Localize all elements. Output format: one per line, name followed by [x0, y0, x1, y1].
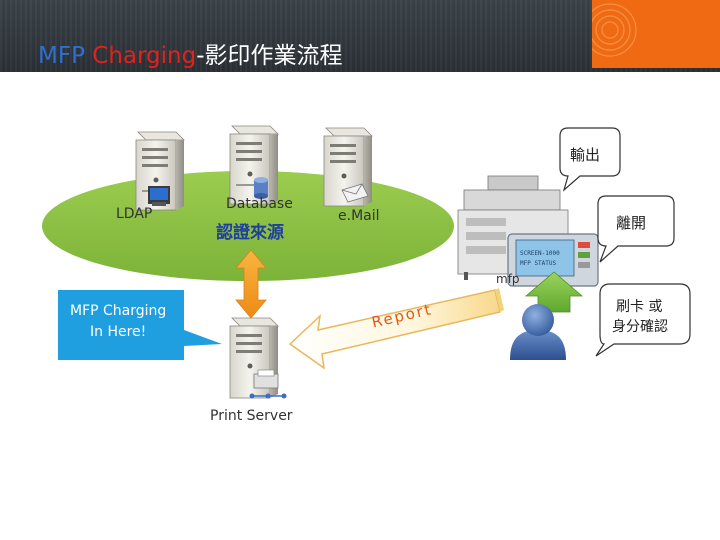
output-callout-text: 輸出 [570, 146, 601, 164]
database-label: Database [226, 196, 293, 212]
report-arrow [288, 288, 504, 370]
mfp-charging-callout-box [58, 290, 222, 360]
swipe-callout-line2: 身分確認 [612, 319, 668, 335]
mfp-label: mfp [496, 272, 520, 286]
user-icon [510, 304, 566, 360]
mfp-screen-line2: MFP STATUS [520, 260, 557, 267]
mfp-charging-callout-line1: MFP Charging [70, 303, 167, 319]
output-callout-bubble [559, 127, 621, 192]
leave-callout-text: 離開 [616, 214, 647, 232]
auth-source-label: 認證來源 [216, 223, 284, 243]
title-charging: Charging [92, 43, 197, 69]
mfp-screen-line1: SCREEN-1000 [520, 250, 560, 257]
title-workflow: -影印作業流程 [196, 43, 343, 69]
swipe-callout-line1: 刷卡 或 [616, 299, 663, 315]
title-mfp: MFP [38, 43, 93, 69]
mfp-charging-callout-line2: In Here! [90, 324, 147, 340]
email-server-icon [323, 127, 373, 207]
orange-accent-block [592, 0, 720, 68]
page-title: MFP Charging-影印作業流程 [38, 36, 343, 70]
ldap-label: LDAP [116, 206, 153, 222]
mfp-control-panel: SCREEN-1000 MFP STATUS [507, 233, 599, 287]
swipe-callout-bubble [595, 283, 691, 357]
ldap-server-icon [135, 131, 185, 211]
leave-callout-bubble [597, 195, 675, 263]
print-server-icon [229, 317, 287, 399]
user-to-mfp-arrow [524, 271, 584, 313]
email-label: e.Mail [338, 208, 380, 224]
print-server-label: Print Server [210, 408, 293, 424]
database-cylinder-icon [254, 177, 268, 199]
